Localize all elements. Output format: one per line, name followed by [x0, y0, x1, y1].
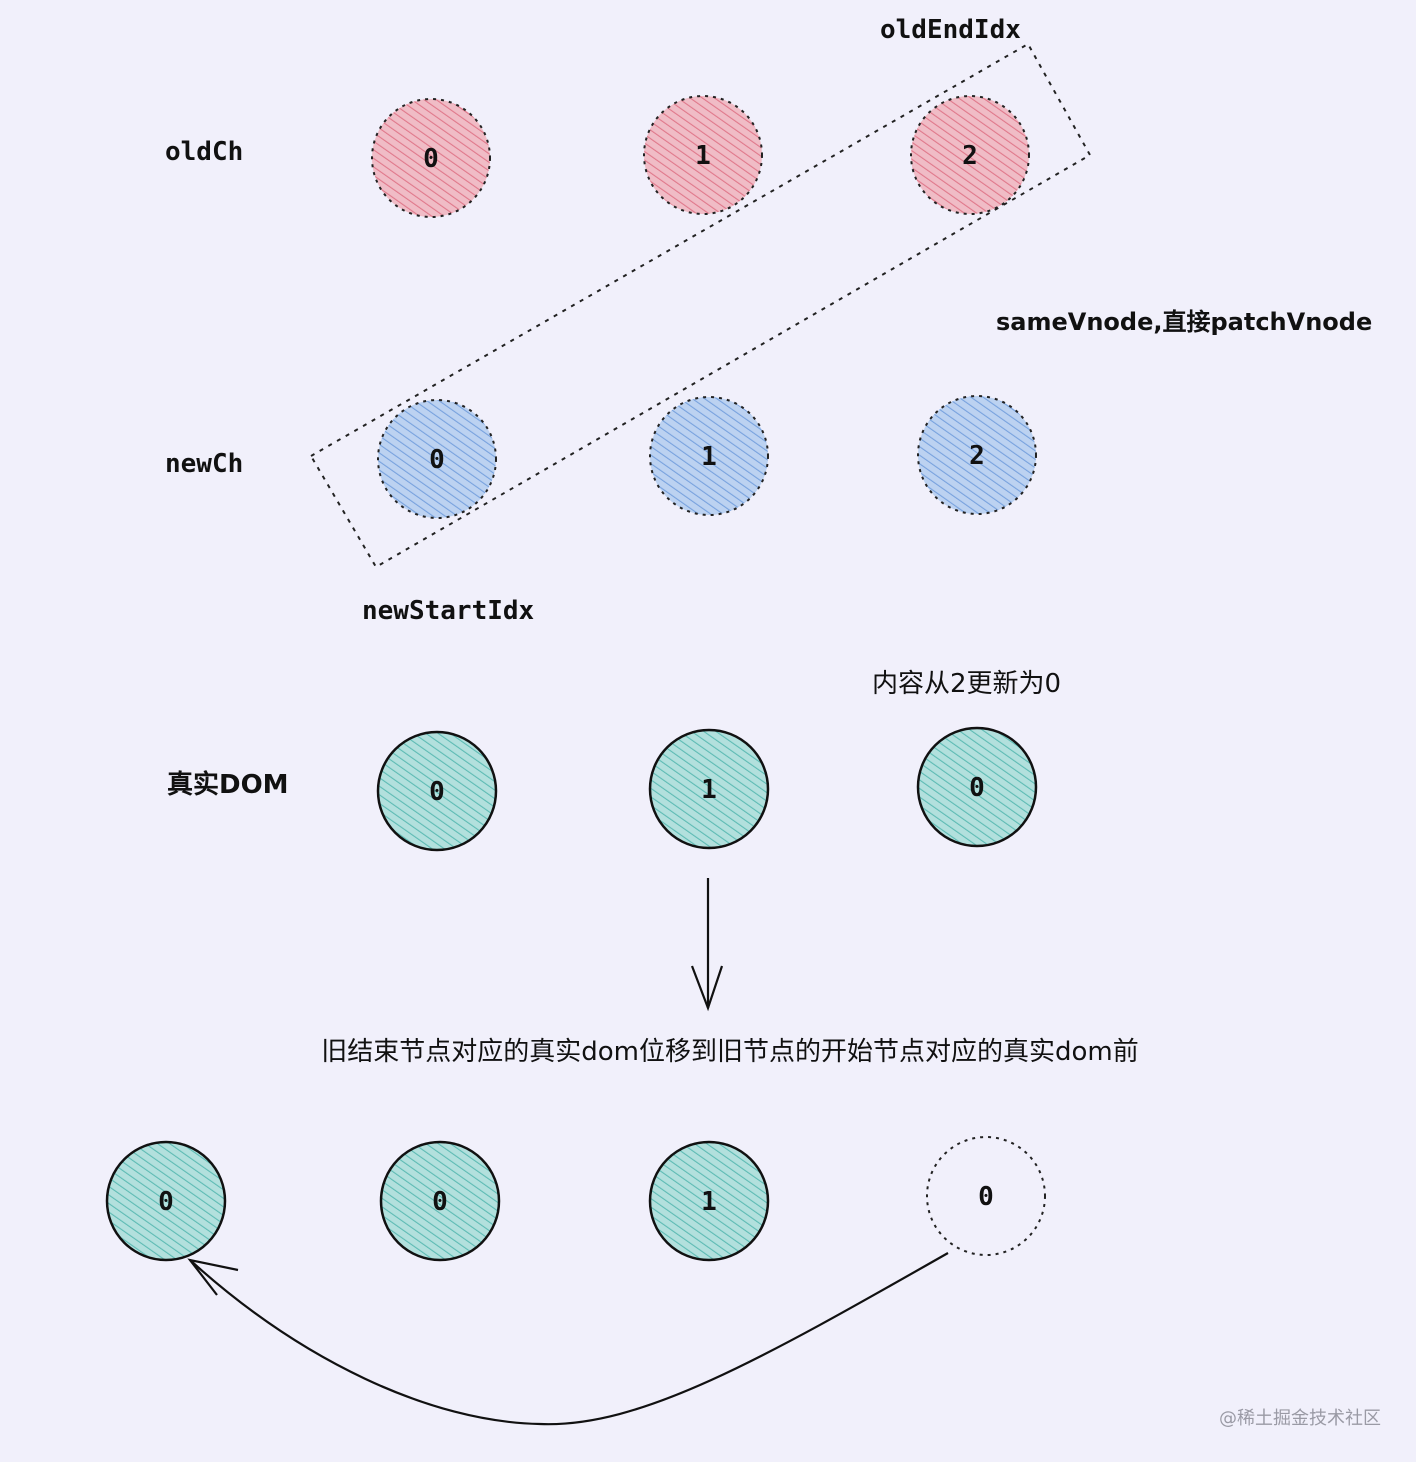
label-old-ch: oldCh [165, 137, 243, 167]
old-node-0: 0 [371, 98, 491, 218]
label-move-desc: 旧结束节点对应的真实dom位移到旧节点的开始节点对应的真实dom前 [321, 1037, 1138, 1067]
new-node-1: 1 [649, 396, 769, 516]
dom-node-1: 1 [648, 728, 770, 850]
new-node-0: 0 [377, 399, 497, 519]
svg-text:0: 0 [429, 777, 445, 807]
svg-text:1: 1 [695, 141, 711, 171]
watermark: @稀土掘金技术社区 [1219, 1408, 1381, 1429]
label-content-update: 内容从2更新为0 [872, 669, 1061, 699]
dom-node-0: 0 [376, 730, 498, 852]
down-arrow [690, 878, 724, 1012]
label-same-vnode: sameVnode,直接patchVnode [996, 308, 1372, 336]
label-new-ch: newCh [165, 449, 243, 479]
dom-node-2: 0 [916, 726, 1038, 848]
svg-text:2: 2 [969, 441, 985, 471]
result-node-1: 0 [379, 1140, 501, 1262]
svg-text:0: 0 [978, 1182, 994, 1212]
old-node-1: 1 [643, 95, 763, 215]
move-arrow [187, 1252, 949, 1426]
svg-text:0: 0 [969, 773, 985, 803]
svg-text:0: 0 [429, 445, 445, 475]
new-node-2: 2 [917, 395, 1037, 515]
svg-text:0: 0 [432, 1187, 448, 1217]
svg-text:1: 1 [701, 1187, 717, 1217]
result-node-3-placeholder: 0 [926, 1136, 1046, 1256]
svg-text:0: 0 [423, 144, 439, 174]
label-old-end-idx: oldEndIdx [880, 15, 1021, 45]
result-node-0: 0 [105, 1140, 227, 1262]
old-node-2: 2 [910, 95, 1030, 215]
svg-text:0: 0 [158, 1187, 174, 1217]
label-real-dom: 真实DOM [167, 769, 289, 800]
svg-text:1: 1 [701, 442, 717, 472]
result-node-2: 1 [648, 1140, 770, 1262]
svg-text:2: 2 [962, 141, 978, 171]
label-new-start-idx: newStartIdx [362, 596, 534, 626]
match-highlight-box [309, 42, 1092, 569]
svg-text:1: 1 [701, 775, 717, 805]
